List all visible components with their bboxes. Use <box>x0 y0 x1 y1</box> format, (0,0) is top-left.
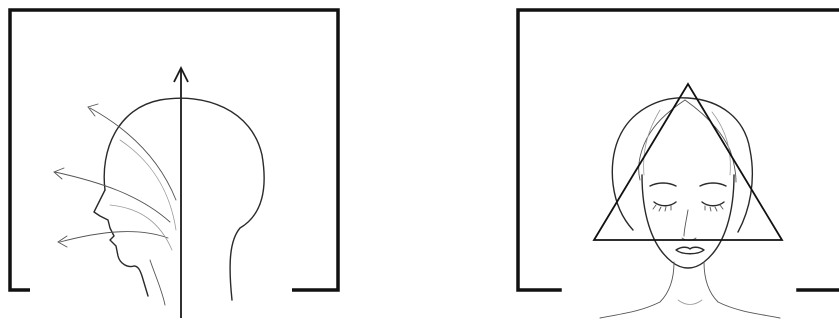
face-triangle-drawing-icon <box>420 0 839 320</box>
figure-face-triangle <box>420 0 839 320</box>
sketch-paper <box>562 76 796 320</box>
figure-head-profile <box>0 0 420 320</box>
head-profile-axis-drawing-icon <box>0 0 420 320</box>
